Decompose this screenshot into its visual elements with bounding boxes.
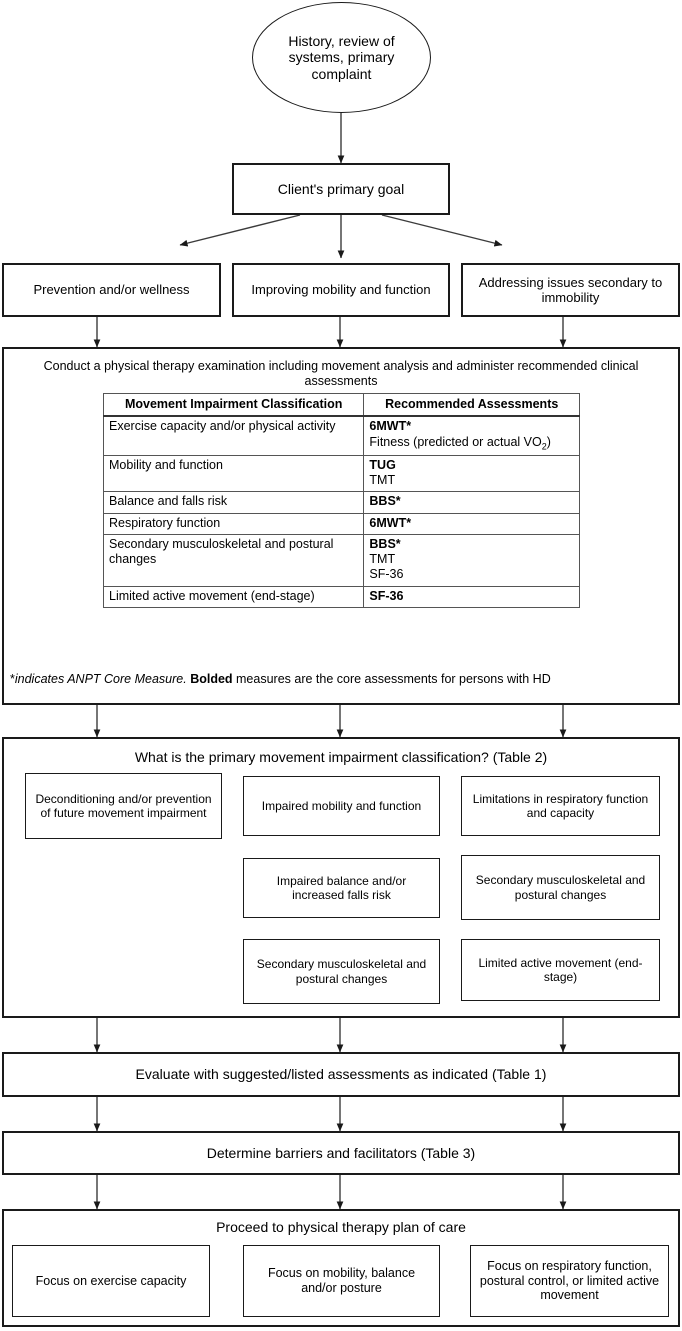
cell-classification: Balance and falls risk bbox=[102, 491, 365, 514]
classification-section-title: What is the primary movement impairment … bbox=[134, 749, 548, 765]
node-plan-focus-respiratory: Focus on respiratory function, postural … bbox=[470, 1245, 669, 1317]
node-classification-limited-active-movement: Limited active movement (end-stage) bbox=[461, 939, 660, 1001]
node-plan-focus-exercise-capacity: Focus on exercise capacity bbox=[12, 1245, 210, 1317]
edge-goal-to-immobility bbox=[381, 214, 503, 247]
assessment-item: SF-36 bbox=[369, 588, 404, 603]
cell-assessments: 6MWT* bbox=[363, 512, 580, 535]
edge-goal-to-prevention bbox=[179, 214, 301, 247]
assessment-item: BBS* bbox=[369, 536, 401, 551]
start-node-history: History, review of systems, primary comp… bbox=[252, 2, 431, 113]
assessment-item: TUG bbox=[369, 457, 396, 472]
assessment-item: BBS* bbox=[369, 494, 401, 509]
table-header-row: Movement Impairment Classification Recom… bbox=[102, 393, 580, 418]
cell-assessments: BBS* bbox=[363, 491, 580, 514]
footnote-bold-text: Bolded bbox=[190, 672, 233, 686]
cell-classification: Exercise capacity and/or physical activi… bbox=[102, 415, 365, 456]
node-goal-improving-mobility: Improving mobility and function bbox=[232, 263, 450, 317]
table-footnote: *indicates ANPT Core Measure. Bolded mea… bbox=[10, 672, 675, 687]
table-row: Exercise capacity and/or physical activi… bbox=[102, 415, 580, 456]
table-header-assessments: Recommended Assessments bbox=[363, 393, 580, 418]
footnote-asterisk: * bbox=[10, 672, 15, 686]
table-row: Limited active movement (end-stage) SF-36 bbox=[102, 585, 580, 608]
table-header-classification: Movement Impairment Classification bbox=[102, 393, 365, 418]
footnote-rest-text: measures are the core assessments for pe… bbox=[232, 672, 551, 686]
cell-classification: Mobility and function bbox=[102, 454, 365, 493]
node-classification-impaired-mobility: Impaired mobility and function bbox=[243, 776, 440, 836]
node-classification-impaired-balance: Impaired balance and/or increased falls … bbox=[243, 858, 440, 918]
table-row: Balance and falls risk BBS* bbox=[102, 491, 580, 514]
node-goal-prevention-wellness: Prevention and/or wellness bbox=[2, 263, 221, 317]
assessment-item: SF-36 bbox=[369, 567, 404, 582]
assessment-item: Fitness (predicted or actual VO2) bbox=[369, 434, 551, 452]
cell-classification: Secondary musculoskeletal and postural c… bbox=[102, 533, 365, 587]
node-classification-deconditioning: Deconditioning and/or prevention of futu… bbox=[25, 773, 222, 839]
node-determine-barriers: Determine barriers and facilitators (Tab… bbox=[2, 1131, 680, 1175]
plan-of-care-title: Proceed to physical therapy plan of care bbox=[216, 1219, 466, 1235]
assessment-item: TMT bbox=[369, 552, 396, 567]
node-evaluate-assessments: Evaluate with suggested/listed assessmen… bbox=[2, 1052, 680, 1097]
cell-classification: Respiratory function bbox=[102, 512, 365, 535]
recommended-assessments-table: Movement Impairment Classification Recom… bbox=[102, 393, 580, 608]
cell-assessments: SF-36 bbox=[363, 585, 580, 608]
assessment-item: 6MWT* bbox=[369, 419, 412, 434]
node-clients-primary-goal: Client's primary goal bbox=[232, 163, 450, 215]
node-goal-addressing-immobility: Addressing issues secondary to immobilit… bbox=[461, 263, 680, 317]
node-classification-secondary-msk-mid: Secondary musculoskeletal and postural c… bbox=[243, 939, 440, 1004]
cell-classification: Limited active movement (end-stage) bbox=[102, 585, 365, 608]
assessment-item: 6MWT* bbox=[369, 515, 412, 530]
node-classification-respiratory-limitations: Limitations in respiratory function and … bbox=[461, 776, 660, 836]
cell-assessments: 6MWT*Fitness (predicted or actual VO2) bbox=[363, 415, 580, 456]
table-row: Respiratory function 6MWT* bbox=[102, 512, 580, 535]
assessment-item: TMT bbox=[369, 473, 396, 488]
table-row: Secondary musculoskeletal and postural c… bbox=[102, 533, 580, 587]
exam-section-title: Conduct a physical therapy examination i… bbox=[43, 359, 639, 388]
footnote-italic-text: indicates ANPT Core Measure. bbox=[14, 672, 187, 686]
node-classification-secondary-msk-right: Secondary musculoskeletal and postural c… bbox=[461, 855, 660, 920]
node-plan-focus-mobility-balance: Focus on mobility, balance and/or postur… bbox=[243, 1245, 440, 1317]
